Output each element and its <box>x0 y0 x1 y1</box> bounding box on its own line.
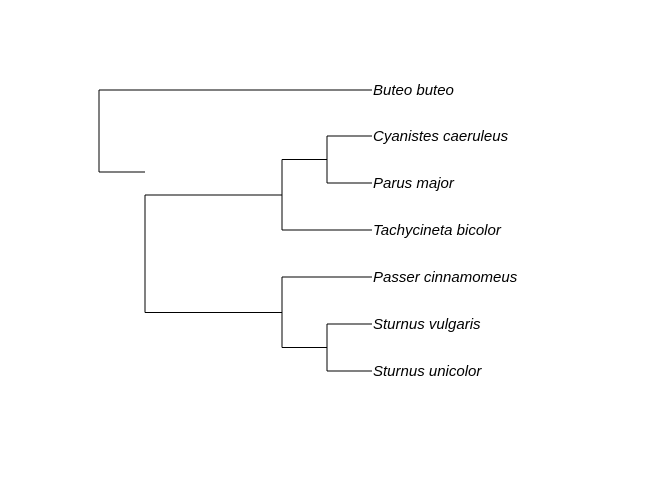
tree-branches <box>98 89 372 372</box>
tip-label-cyanistes-caeruleus: Cyanistes caeruleus <box>373 128 509 145</box>
tip-label-sturnus-unicolor: Sturnus unicolor <box>373 363 482 380</box>
tip-label-buteo-buteo: Buteo buteo <box>373 82 454 99</box>
tip-label-parus-major: Parus major <box>373 175 455 192</box>
tip-label-sturnus-vulgaris: Sturnus vulgaris <box>373 316 481 333</box>
tip-label-passer-cinnamomeus: Passer cinnamomeus <box>373 269 518 286</box>
tree-tip-labels: Buteo buteo Cyanistes caeruleus Parus ma… <box>373 82 518 380</box>
tip-label-tachycineta-bicolor: Tachycineta bicolor <box>373 222 502 239</box>
